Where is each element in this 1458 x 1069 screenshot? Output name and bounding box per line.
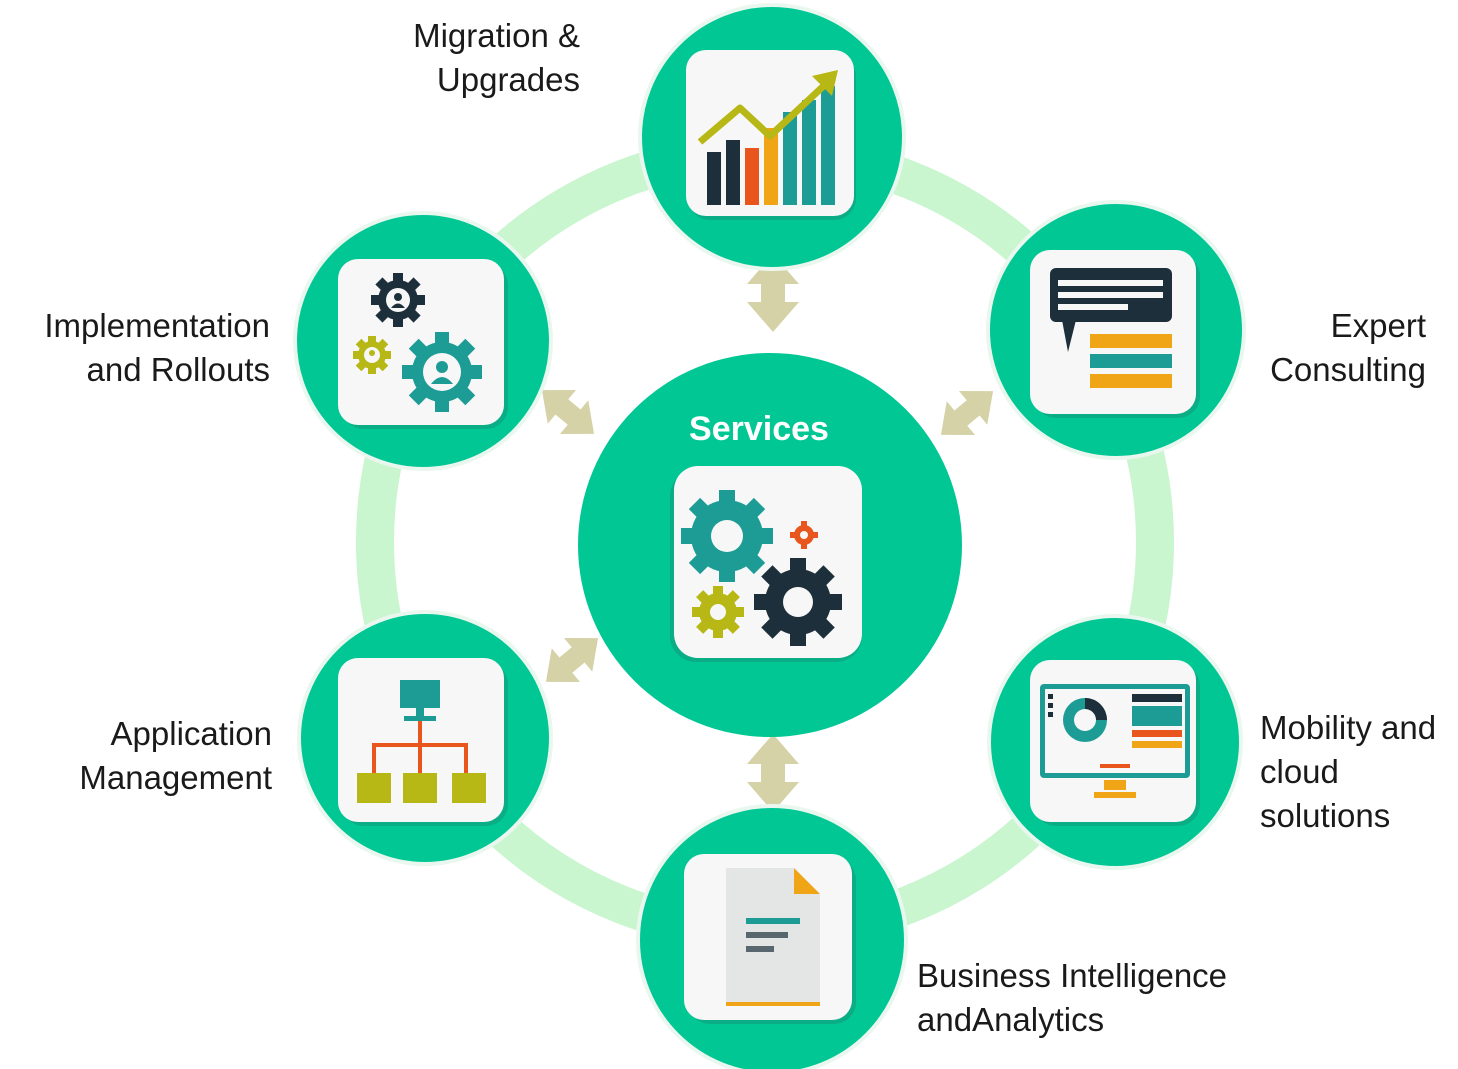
- network-hierarchy-icon: [357, 680, 486, 803]
- people-gears-icon: [353, 273, 482, 412]
- label-appmgmt: Application Management: [20, 712, 272, 800]
- label-mobility-line: cloud: [1260, 753, 1339, 790]
- center-title: Services: [689, 410, 829, 448]
- label-appmgmt-line: Application: [110, 715, 272, 752]
- document-icon: [726, 868, 820, 1006]
- label-mobility-line: solutions: [1260, 797, 1391, 834]
- bar-chart-trend-icon: [697, 70, 838, 205]
- label-implementation-line: and Rollouts: [86, 351, 270, 388]
- label-mobility-line: Mobility and: [1260, 709, 1437, 746]
- label-consulting: Expert Consulting: [1196, 304, 1426, 392]
- label-consulting-line: Consulting: [1270, 351, 1426, 388]
- label-implementation: Implementation and Rollouts: [10, 304, 270, 392]
- label-migration: Migration & Upgrades: [370, 14, 580, 102]
- label-migration-line: Upgrades: [436, 61, 580, 98]
- label-implementation-line: Implementation: [44, 307, 270, 344]
- arrow-upper-left: [541, 390, 595, 434]
- label-mobility: Mobility and cloud solutions: [1260, 706, 1456, 838]
- speech-bubble-icon: [1050, 268, 1172, 388]
- label-bi: Business Intelligence andAnalytics: [917, 954, 1277, 1042]
- arrow-lower-left: [545, 638, 599, 682]
- label-consulting-line: Expert: [1330, 307, 1426, 344]
- label-bi-line: andAnalytics: [917, 1001, 1105, 1038]
- arrow-top: [747, 254, 799, 332]
- arrow-upper-right: [940, 391, 994, 435]
- connector-arrows: [541, 254, 994, 812]
- label-appmgmt-line: Management: [79, 759, 272, 796]
- arrow-bottom: [747, 734, 799, 812]
- label-migration-line: Migration &: [413, 17, 580, 54]
- gears-icon: [681, 490, 842, 646]
- label-bi-line: Business Intelligence: [917, 957, 1228, 994]
- monitor-dashboard-icon: [1040, 684, 1190, 798]
